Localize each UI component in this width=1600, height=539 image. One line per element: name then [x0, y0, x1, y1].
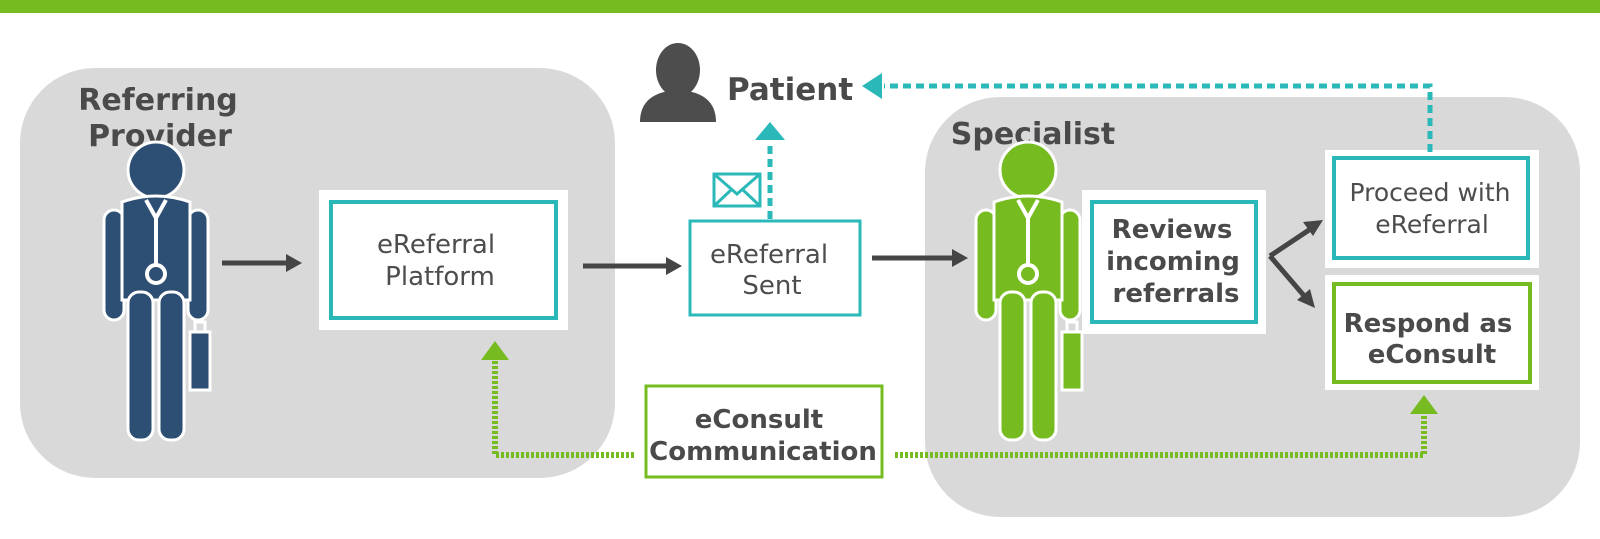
- ereferral-sent-box: [688, 219, 862, 317]
- arrowhead-proceed-to-patient: [862, 73, 882, 99]
- econsult-communication-box: [644, 384, 884, 479]
- arrowhead-reviews-to-respond: [1297, 289, 1315, 308]
- arrow-comm-to-respond: [895, 414, 1427, 458]
- econsult-communication-line1: eConsult: [695, 405, 823, 435]
- teal-dashed-arrows: [755, 73, 1433, 219]
- arrowhead-sent-to-specialist: [952, 249, 968, 267]
- ereferral-platform-line2: Platform: [385, 262, 495, 292]
- arrowhead-provider-to-platform: [286, 254, 302, 272]
- flow-arrows: [222, 220, 1323, 308]
- ereferral-platform-line1: eReferral: [377, 230, 495, 260]
- reviews-line3: referrals: [1113, 279, 1240, 309]
- top-banner-bar: [0, 0, 1600, 13]
- proceed-box: [1332, 156, 1530, 260]
- ereferral-platform-box: [329, 200, 558, 320]
- econsult-communication-line2: Communication: [649, 437, 877, 467]
- reviews-box: [1090, 200, 1258, 324]
- ereferral-sent-line2: Sent: [742, 271, 801, 301]
- arrowhead-comm-to-platform: [481, 341, 509, 360]
- referring-provider-title-line1: Referring: [78, 83, 238, 118]
- respond-box: [1332, 282, 1532, 384]
- proceed-line2: eReferral: [1375, 210, 1489, 239]
- arrow-comm-to-platform: [492, 360, 634, 458]
- respond-line1: Respond as: [1344, 309, 1513, 339]
- respond-line2: eConsult: [1368, 340, 1496, 370]
- reviews-line1: Reviews: [1112, 215, 1233, 245]
- envelope-icon: [712, 172, 762, 208]
- arrowhead-comm-to-respond: [1410, 395, 1438, 414]
- ereferral-sent-line1: eReferral: [710, 240, 828, 270]
- arrow-reviews-to-respond: [1268, 254, 1308, 300]
- green-dotted-arrows: [481, 341, 1438, 458]
- patient-label: Patient: [727, 72, 853, 108]
- person-silhouette-icon: [640, 43, 716, 122]
- arrow-reviews-to-proceed: [1268, 225, 1314, 259]
- arrowhead-platform-to-sent: [666, 257, 682, 275]
- arrow-proceed-to-patient: [884, 83, 1433, 152]
- arrowhead-sent-to-patient: [755, 122, 785, 140]
- arrowhead-reviews-to-proceed: [1303, 220, 1323, 236]
- proceed-line1: Proceed with: [1349, 178, 1510, 207]
- reviews-line2: incoming: [1106, 247, 1240, 277]
